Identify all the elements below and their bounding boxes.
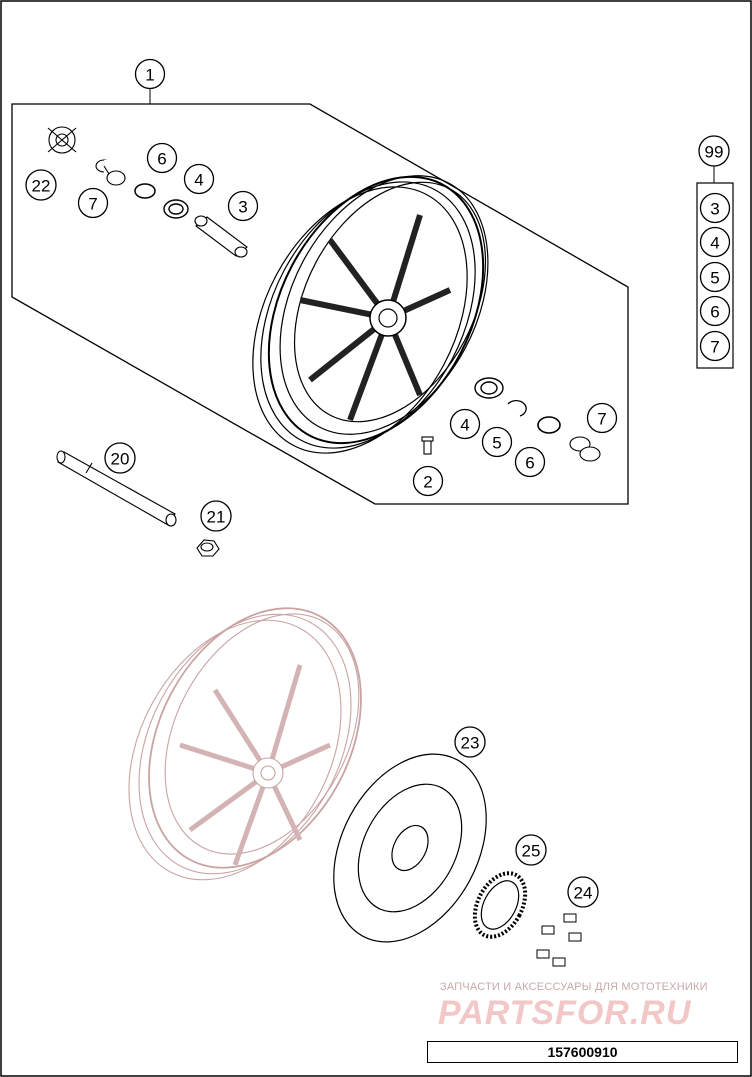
callout-label: 5: [710, 269, 719, 288]
part-25-pulse-generator-wheel: [472, 871, 528, 939]
callout-label: 4: [460, 416, 469, 435]
part-22-speed-sensor-ring: [47, 126, 77, 154]
callout-layer: 1 22 6 4 7 3 99 3 4 5 6 7 20 4 5 6 7 2 21 23 25 24: [25, 58, 731, 908]
callout-c99: 99: [698, 135, 730, 167]
callout-label: 6: [525, 454, 534, 473]
callout-label: 23: [461, 734, 480, 753]
callout-circle: [698, 135, 730, 167]
callout-c6b: 6: [514, 446, 546, 478]
callout-label: 6: [157, 150, 166, 169]
callout-label: 7: [597, 410, 606, 429]
callout-c7b: 7: [586, 402, 618, 434]
callout-label: 3: [238, 198, 247, 217]
part-7-spacer-left: [95, 159, 126, 186]
callout-c1: 1: [134, 58, 166, 90]
part-6-shaft-seal-ring-right: [537, 416, 561, 434]
part-2-valve: [421, 436, 434, 455]
callout-circle: [77, 187, 109, 219]
callout-circle: [412, 465, 444, 497]
part-20-wheel-spindle: [56, 450, 177, 527]
callout-c5b: 5: [481, 426, 513, 458]
callout-c4a: 4: [183, 163, 215, 195]
callout-label: 7: [88, 195, 97, 214]
part-7-spacer-right: [569, 436, 601, 462]
leader-lines: [149, 89, 715, 183]
callout-k4: 4: [699, 226, 731, 258]
part-24-disc-screws: [536, 913, 582, 967]
callout-label: 6: [710, 303, 719, 322]
wheel-assembly-outline: [11, 103, 629, 505]
part-5-circlip: [507, 399, 527, 417]
callout-circle: [699, 226, 731, 258]
callout-k5: 5: [699, 261, 731, 293]
callout-label: 4: [194, 171, 203, 190]
reference-number: 157600910: [427, 1041, 738, 1063]
callout-c23: 23: [454, 726, 486, 758]
part-3-distance-sleeve: [194, 215, 248, 258]
watermark-logo: PARTSFOR.RU: [438, 994, 692, 1032]
callout-label: 2: [423, 473, 432, 492]
callout-circle: [699, 330, 731, 362]
callout-k3: 3: [699, 192, 731, 224]
callout-circle: [699, 261, 731, 293]
callout-circle: [104, 442, 136, 474]
callout-circle: [183, 163, 215, 195]
callout-circle: [454, 726, 486, 758]
callout-c22: 22: [25, 169, 57, 201]
front-wheel-rim: [252, 175, 489, 454]
callout-label: 21: [207, 508, 226, 527]
callout-k7: 7: [699, 330, 731, 362]
callout-c4b: 4: [449, 408, 481, 440]
callout-c25: 25: [515, 834, 547, 866]
callout-circle: [699, 295, 731, 327]
callout-label: 22: [32, 177, 51, 196]
callout-circle: [25, 169, 57, 201]
callout-label: 25: [522, 842, 541, 861]
callout-circle: [481, 426, 513, 458]
part-4-bearing-left: [163, 199, 189, 219]
callout-label: 3: [710, 200, 719, 219]
callout-c21: 21: [200, 500, 232, 532]
callout-circle: [134, 58, 166, 90]
callout-circle: [699, 192, 731, 224]
callout-circle: [146, 142, 178, 174]
part-23-brake-disc: [333, 753, 487, 943]
callout-label: 99: [705, 143, 724, 162]
callout-c20: 20: [104, 442, 136, 474]
callout-circle: [227, 190, 259, 222]
callout-c6a: 6: [146, 142, 178, 174]
callout-circle: [567, 876, 599, 908]
callout-label: 20: [111, 450, 130, 469]
callout-label: 7: [710, 338, 719, 357]
callout-circle: [449, 408, 481, 440]
part-4-bearing-right: [474, 377, 504, 399]
callout-label: 5: [492, 434, 501, 453]
front-wheel-faded-view: [128, 607, 362, 881]
part-6-shaft-seal-ring-left: [134, 183, 156, 199]
callout-label: 4: [710, 234, 719, 253]
callout-circle: [586, 402, 618, 434]
part-21-collar-nut: [196, 539, 220, 557]
callout-circle: [515, 834, 547, 866]
callout-circle: [514, 446, 546, 478]
callout-label: 1: [145, 66, 154, 85]
callout-c7a: 7: [77, 187, 109, 219]
kit-99-box: [696, 182, 734, 369]
callout-c24: 24: [567, 876, 599, 908]
callout-k6: 6: [699, 295, 731, 327]
callout-c2: 2: [412, 465, 444, 497]
callout-circle: [200, 500, 232, 532]
callout-c3: 3: [227, 190, 259, 222]
watermark-tagline: ЗАПЧАСТИ И АКСЕССУАРЫ ДЛЯ МОТОТЕХНИКИ: [440, 981, 708, 993]
callout-label: 24: [574, 884, 593, 903]
